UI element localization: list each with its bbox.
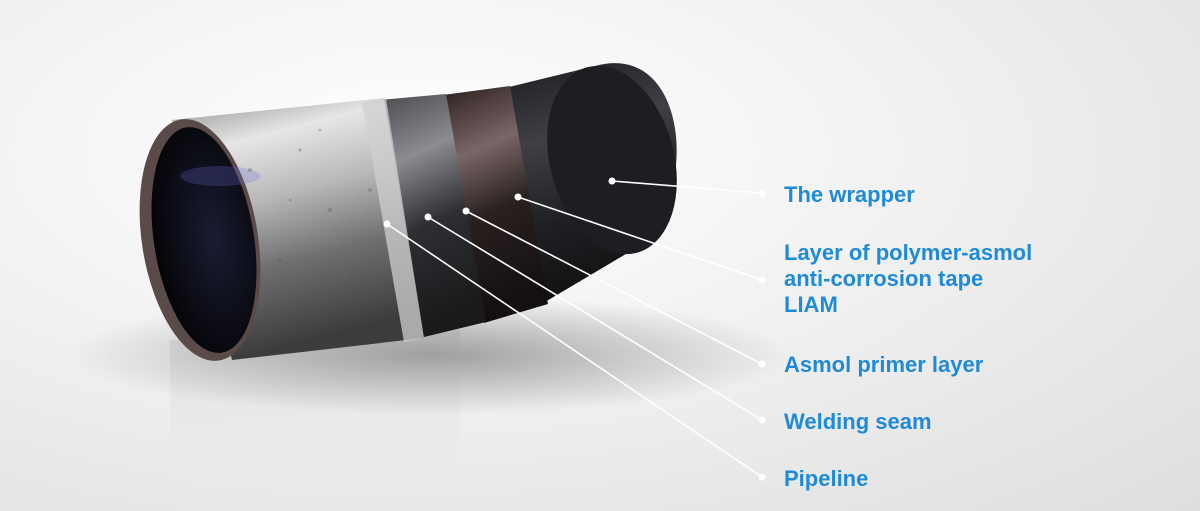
leader-dot-pipeline-end bbox=[758, 473, 766, 481]
label-pipeline: Pipeline bbox=[784, 466, 869, 491]
leader-line-primer bbox=[465, 210, 763, 365]
leader-dot-tape-start bbox=[514, 193, 522, 201]
leader-dot-pipeline-start bbox=[383, 220, 391, 228]
leader-dot-wrapper-end bbox=[758, 189, 766, 197]
tape-layer bbox=[443, 86, 548, 323]
leader-dot-primer-end bbox=[758, 360, 766, 368]
label-tape-line-2: anti-corrosion tape bbox=[784, 266, 984, 291]
label-tape-line-1: Layer of polymer-asmol bbox=[784, 240, 1033, 265]
leader-dot-seam-start bbox=[424, 213, 432, 221]
leader-line-wrapper bbox=[611, 180, 763, 194]
label-welding-seam: Welding seam bbox=[784, 409, 932, 434]
leader-line-seam bbox=[427, 216, 763, 421]
leader-dot-primer-start bbox=[462, 207, 470, 215]
leader-dot-seam-end bbox=[758, 416, 766, 424]
leader-line-pipeline bbox=[386, 223, 763, 478]
label-tape-line-3: LIAM bbox=[784, 292, 838, 317]
leader-dot-tape-end bbox=[758, 276, 766, 284]
leader-line-tape bbox=[517, 196, 763, 281]
label-tape-layer: Layer of polymer-asmol anti-corrosion ta… bbox=[784, 240, 1032, 318]
label-wrapper: The wrapper bbox=[784, 182, 915, 207]
leader-dot-wrapper-start bbox=[608, 177, 616, 185]
label-primer-layer: Asmol primer layer bbox=[784, 352, 984, 377]
primer-layer bbox=[380, 94, 486, 338]
welding-seam-band bbox=[362, 98, 424, 342]
